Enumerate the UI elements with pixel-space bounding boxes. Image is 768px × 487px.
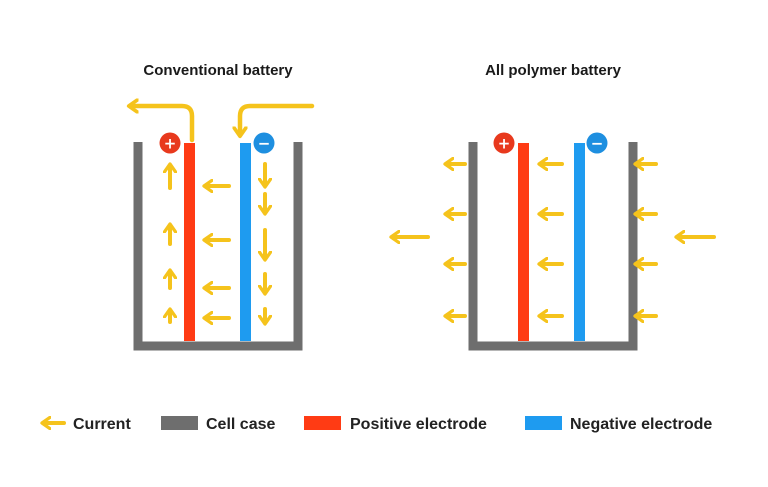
svg-text:−: −: [258, 135, 271, 153]
polymer-negative-terminal: −: [586, 132, 608, 154]
legend: Current Cell case Positive electrode Neg…: [44, 416, 712, 433]
legend-label-positive-electrode: Positive electrode: [350, 416, 487, 433]
external-current-in-arrow: [240, 103, 315, 134]
svg-text:+: +: [498, 135, 511, 153]
legend-item-current: Current: [44, 416, 131, 433]
outer-right-current-arrows: [637, 164, 716, 316]
cell-case-swatch: [161, 416, 198, 430]
all-polymer-battery-panel: All polymer battery + −: [393, 62, 716, 351]
polymer-cell-case: [468, 142, 638, 351]
positive-electrode-swatch: [304, 416, 341, 430]
conventional-negative-electrode: [240, 143, 251, 341]
all-polymer-battery-title: All polymer battery: [485, 62, 622, 79]
legend-label-cell-case: Cell case: [206, 416, 275, 433]
polymer-internal-current-arrows: [541, 164, 564, 316]
external-current-out-arrow: [131, 106, 195, 143]
legend-label-current: Current: [73, 416, 131, 433]
svg-text:−: −: [591, 135, 604, 153]
conventional-cell-case: [133, 142, 303, 351]
legend-item-negative-electrode: Negative electrode: [525, 416, 712, 433]
conventional-battery-panel: Conventional battery + −: [131, 62, 315, 351]
negative-electrode-swatch: [525, 416, 562, 430]
polymer-negative-electrode: [574, 143, 585, 341]
conventional-positive-terminal: +: [159, 132, 181, 154]
legend-item-cell-case: Cell case: [161, 416, 275, 433]
legend-label-negative-electrode: Negative electrode: [570, 416, 712, 433]
conventional-positive-electrode: [184, 143, 195, 341]
conventional-battery-title: Conventional battery: [143, 62, 293, 79]
legend-item-positive-electrode: Positive electrode: [304, 416, 487, 433]
outer-left-current-arrows: [393, 164, 467, 316]
svg-text:+: +: [164, 135, 177, 153]
polymer-positive-terminal: +: [493, 132, 515, 154]
conventional-negative-terminal: −: [253, 132, 275, 154]
internal-current-arrows: [206, 186, 231, 318]
polymer-positive-electrode: [518, 143, 529, 341]
